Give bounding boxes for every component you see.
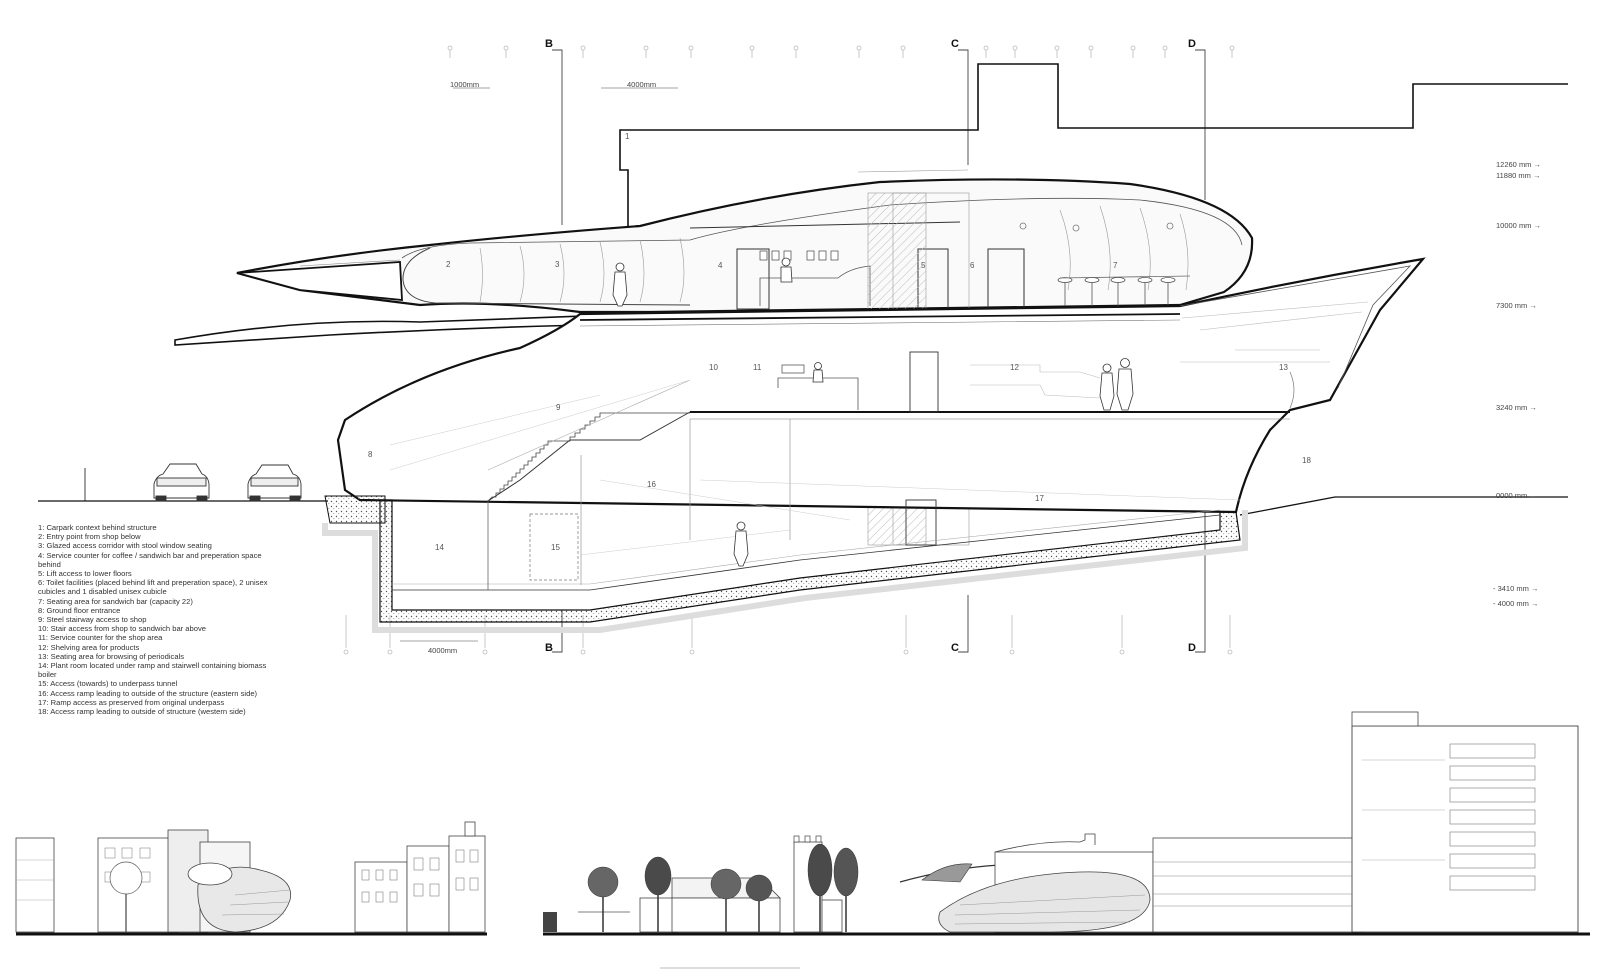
legend-item: 17: Ramp access as preserved from origin… (38, 697, 225, 707)
legend-item: 12: Shelving area for products (38, 642, 140, 652)
room-number-3: 3 (555, 260, 560, 269)
legend-item: 16: Access ramp leading to outside of th… (38, 688, 258, 698)
legend-item: 11: Service counter for the shop area (38, 633, 163, 643)
section-marker-c-bottom: C (951, 642, 959, 654)
scale-label-4000mm-top: 4000mm (627, 80, 657, 89)
room-number-13: 13 (1279, 363, 1288, 372)
main-body (336, 257, 1426, 585)
legend-item: 1: Carpark context behind structure (38, 523, 157, 532)
legend-item: 13: Seating area for browsing of periodi… (38, 651, 185, 661)
scale-label-4000mm-bottom: 4000mm (428, 646, 458, 655)
room-number-5: 5 (921, 261, 926, 270)
section-marker-d-bottom: D (1188, 642, 1196, 654)
level-12260: 12260 mm → (1496, 160, 1542, 169)
level-11880: 11880 mm → (1496, 171, 1541, 180)
legend-item: 10: Stair access from shop to sandwich b… (38, 624, 206, 634)
room-number-9: 9 (556, 403, 561, 412)
room-number-7: 7 (1113, 261, 1118, 270)
level-0000: 0000 mm → (1496, 491, 1537, 500)
legend: 1: Carpark context behind structure 2: E… (38, 523, 268, 716)
legend-item: 2: Entry point from shop below (38, 532, 141, 542)
room-number-10: 10 (709, 363, 718, 372)
level-10000: 10000 mm → (1496, 221, 1542, 230)
underground-structure (322, 495, 1248, 633)
room-number-11: 11 (753, 363, 762, 372)
ground-lines (38, 468, 1568, 516)
trees (587, 843, 859, 932)
top-grid-ticks (447, 45, 1235, 89)
room-number-2: 2 (446, 260, 451, 269)
section-marker-d-top: D (1188, 38, 1196, 50)
level-7300: 7300 mm → (1496, 301, 1537, 310)
room-number-14: 14 (435, 543, 444, 552)
legend-item: 8: Ground floor entrance (38, 605, 121, 615)
room-number-12: 12 (1010, 363, 1019, 372)
room-number-18: 18 (1302, 456, 1311, 465)
room-number-17: 17 (1035, 494, 1044, 503)
legend-item: 6: Toilet facilities (placed behind lift… (38, 578, 268, 597)
legend-item: 5: Lift access to lower floors (38, 569, 132, 579)
legend-item: 3: Glazed access corridor with stool win… (38, 541, 212, 551)
legend-item: 4: Service counter for coffee / sandwich… (38, 550, 262, 569)
legend-item: 18: Access ramp leading to outside of st… (38, 707, 246, 717)
elevation-right (543, 711, 1590, 936)
section-lines (552, 49, 1206, 653)
room-number-4: 4 (718, 261, 723, 270)
elevation-left (15, 821, 487, 936)
level-minus-4000: - 4000 mm → (1493, 599, 1539, 608)
car-2 (247, 464, 302, 502)
people (612, 257, 1134, 567)
section-marker-c-top: C (951, 38, 959, 50)
legend-item: 14: Plant room located under ramp and st… (38, 661, 267, 680)
section-marker-b-top: B (545, 38, 553, 50)
room-number-15: 15 (551, 543, 560, 552)
section-marker-b-bottom: B (545, 642, 553, 654)
scale-label-1000mm: 1000mm (450, 80, 480, 89)
room-number-16: 16 (647, 480, 656, 489)
room-number-8: 8 (368, 450, 373, 459)
context-skyline (619, 63, 1568, 235)
legend-item: 7: Seating area for sandwich bar (capaci… (38, 596, 193, 606)
level-minus-3410: - 3410 mm → (1493, 584, 1539, 593)
legend-item: 15: Access (towards) to underpass tunnel (38, 679, 178, 689)
room-number-6: 6 (970, 261, 975, 270)
car-1 (153, 463, 210, 502)
legend-item: 9: Steel stairway access to shop (38, 615, 147, 625)
level-3240: 3240 mm → (1496, 403, 1537, 412)
room-number-1: 1 (625, 132, 630, 141)
